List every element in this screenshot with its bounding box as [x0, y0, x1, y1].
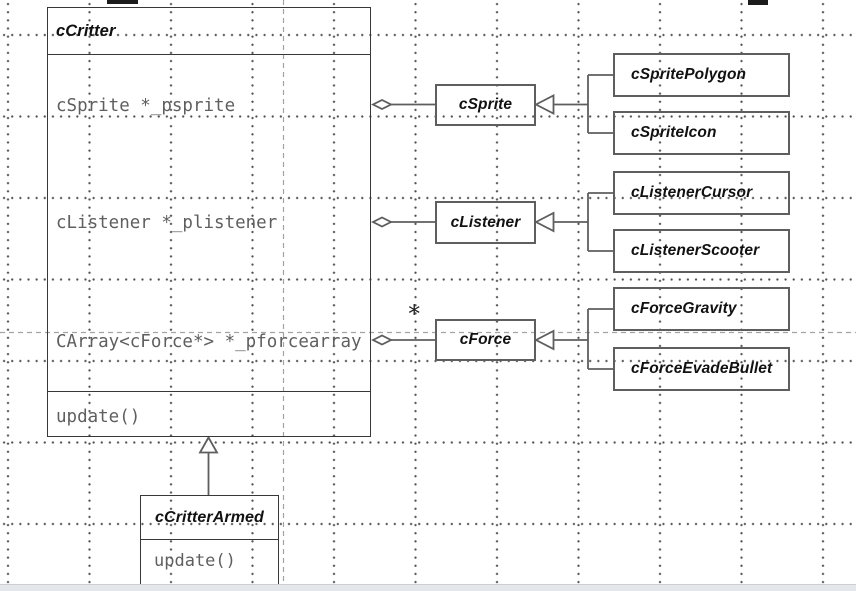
class-title-cforce: cForce [459, 331, 512, 348]
class-box-cspritepolygon[interactable]: cSpritePolygon [613, 53, 790, 97]
compartment-separator [48, 391, 370, 392]
class-title-cspritepolygon: cSpritePolygon [631, 66, 747, 83]
class-title-cforcegravity: cForceGravity [631, 300, 737, 317]
class-box-cforcegravity[interactable]: cForceGravity [613, 287, 790, 331]
class-box-csprite[interactable]: cSprite [435, 84, 536, 126]
class-title-csprite: cSprite [458, 96, 513, 113]
inheritance-triangle-icon [198, 435, 219, 454]
method-update-armed: update() [154, 551, 236, 571]
class-box-clistener[interactable]: cListener [435, 201, 536, 244]
class-title-clistenercursor: cListenerCursor [631, 184, 753, 201]
inheritance-connector-force[interactable] [534, 308, 613, 370]
aggregation-diamond-icon [370, 98, 394, 111]
member-pforcearray: CArray<cForce*> *_pforcearray [56, 332, 362, 352]
class-box-cspriteicon[interactable]: cSpriteIcon [613, 111, 790, 155]
aggregation-diamond-icon [370, 216, 394, 228]
method-update: update() [56, 407, 141, 427]
aggregation-connector-listener[interactable] [370, 216, 435, 228]
class-box-ccritter[interactable]: cCritter cSprite *_psprite cListener *_p… [47, 7, 371, 437]
class-box-clistenercursor[interactable]: cListenerCursor [613, 171, 790, 215]
inheritance-triangle-icon [534, 329, 555, 351]
aggregation-diamond-icon [370, 334, 394, 346]
inheritance-triangle-icon [534, 94, 555, 115]
cropped-text-remnant [748, 0, 768, 5]
bottom-window-edge [0, 584, 856, 591]
class-title-cspriteicon: cSpriteIcon [631, 124, 717, 141]
class-title-cforceevadebullet: cForceEvadeBullet [631, 360, 773, 377]
member-plistener: cListener *_plistener [56, 213, 278, 233]
inheritance-connector-critterarmed[interactable] [198, 435, 219, 496]
inheritance-connector-sprite[interactable] [534, 74, 613, 134]
multiplicity-star-label: * [407, 300, 422, 328]
class-box-cforce[interactable]: cForce [435, 319, 536, 361]
class-title-ccritter: cCritter [56, 21, 116, 40]
aggregation-connector-force[interactable] [370, 334, 435, 346]
cropped-text-remnant [107, 0, 138, 4]
class-title-clistenerscooter: cListenerScooter [631, 242, 760, 259]
class-box-cforceevadebullet[interactable]: cForceEvadeBullet [613, 347, 790, 391]
inheritance-triangle-icon [534, 211, 555, 233]
class-box-ccritterarmed[interactable]: cCritterArmed update() [140, 495, 279, 585]
class-title-clistener: cListener [450, 213, 521, 231]
member-psprite: cSprite *_psprite [56, 96, 236, 116]
aggregation-connector-sprite[interactable] [370, 98, 435, 111]
class-title-ccritterarmed: cCritterArmed [155, 508, 264, 526]
inheritance-connector-listener[interactable] [534, 192, 613, 252]
class-box-clistenerscooter[interactable]: cListenerScooter [613, 229, 790, 273]
